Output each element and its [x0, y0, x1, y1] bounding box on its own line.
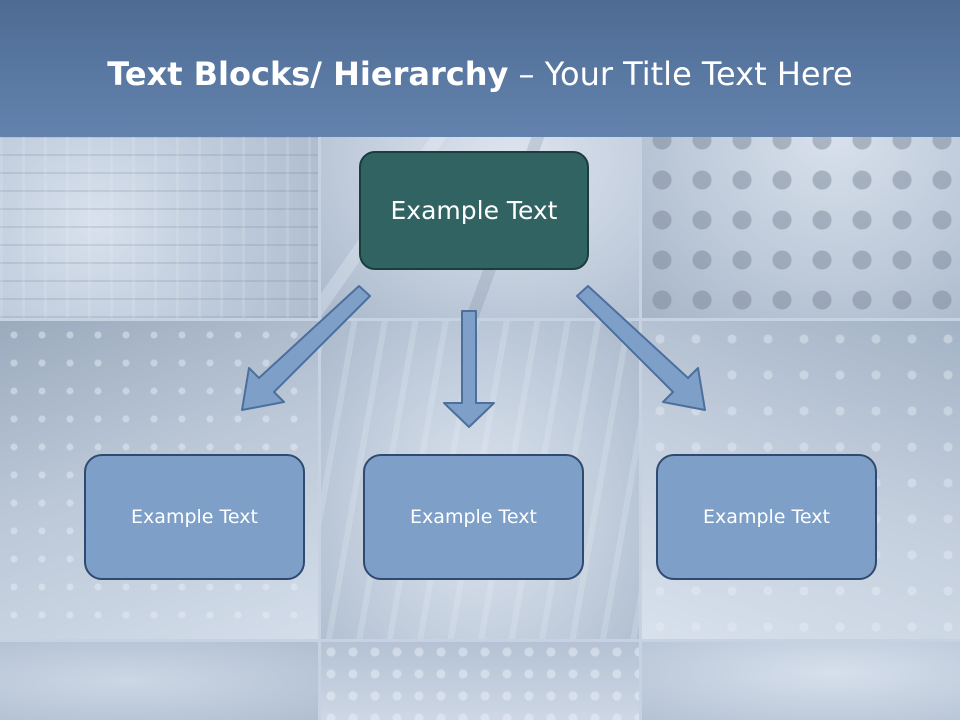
- title-regular-part: Your Title Text Here: [544, 55, 853, 93]
- child-box-label: Example Text: [410, 506, 537, 528]
- arrow-right: [576, 285, 706, 411]
- arrow-center: [443, 310, 495, 428]
- title-separator: –: [508, 55, 545, 93]
- photo-tile-wrench: [642, 642, 960, 720]
- child-box-left[interactable]: Example Text: [84, 454, 305, 580]
- title-band: [0, 0, 960, 137]
- child-box-right[interactable]: Example Text: [656, 454, 877, 580]
- child-box-label: Example Text: [703, 506, 830, 528]
- photo-tile-grinder: [0, 642, 318, 720]
- slide-title[interactable]: Text Blocks/ Hierarchy – Your Title Text…: [0, 52, 960, 96]
- root-box-label: Example Text: [390, 196, 558, 225]
- child-box-label: Example Text: [131, 506, 258, 528]
- root-box[interactable]: Example Text: [359, 151, 589, 270]
- child-box-center[interactable]: Example Text: [363, 454, 584, 580]
- arrow-left: [241, 285, 371, 411]
- photo-tile-bolts: [321, 642, 639, 720]
- title-bold-part: Text Blocks/ Hierarchy: [107, 55, 509, 93]
